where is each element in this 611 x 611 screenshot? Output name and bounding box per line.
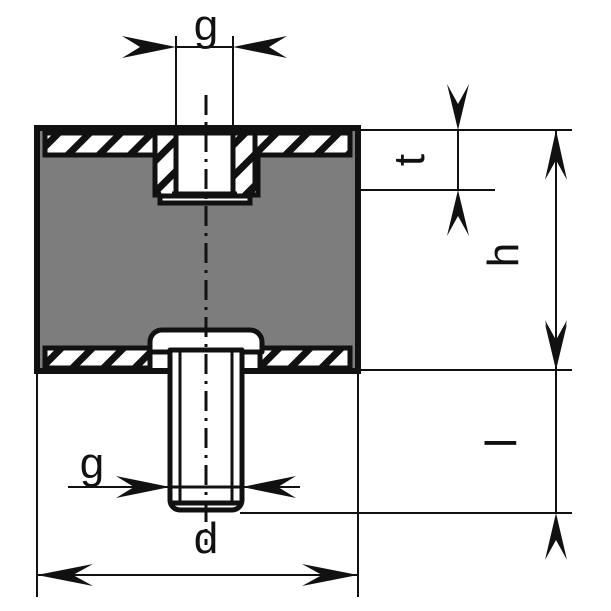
dimension-h: h	[479, 130, 567, 370]
dimension-label-g-top: g	[194, 1, 218, 50]
dimension-t: t	[385, 84, 469, 236]
threaded-insert-top	[152, 130, 258, 206]
dimension-label-g-bottom: g	[80, 439, 104, 488]
dimension-label-t: t	[385, 154, 434, 166]
dimension-g-bottom: g	[68, 439, 300, 498]
dimension-g-top: g	[122, 1, 287, 58]
dimension-label-h: h	[479, 243, 528, 267]
dimension-label-l: l	[477, 438, 526, 448]
extension-lines	[36, 36, 572, 597]
dimension-label-d: d	[194, 514, 218, 563]
dimension-d: d	[37, 514, 358, 586]
dimension-l: l	[477, 324, 567, 560]
